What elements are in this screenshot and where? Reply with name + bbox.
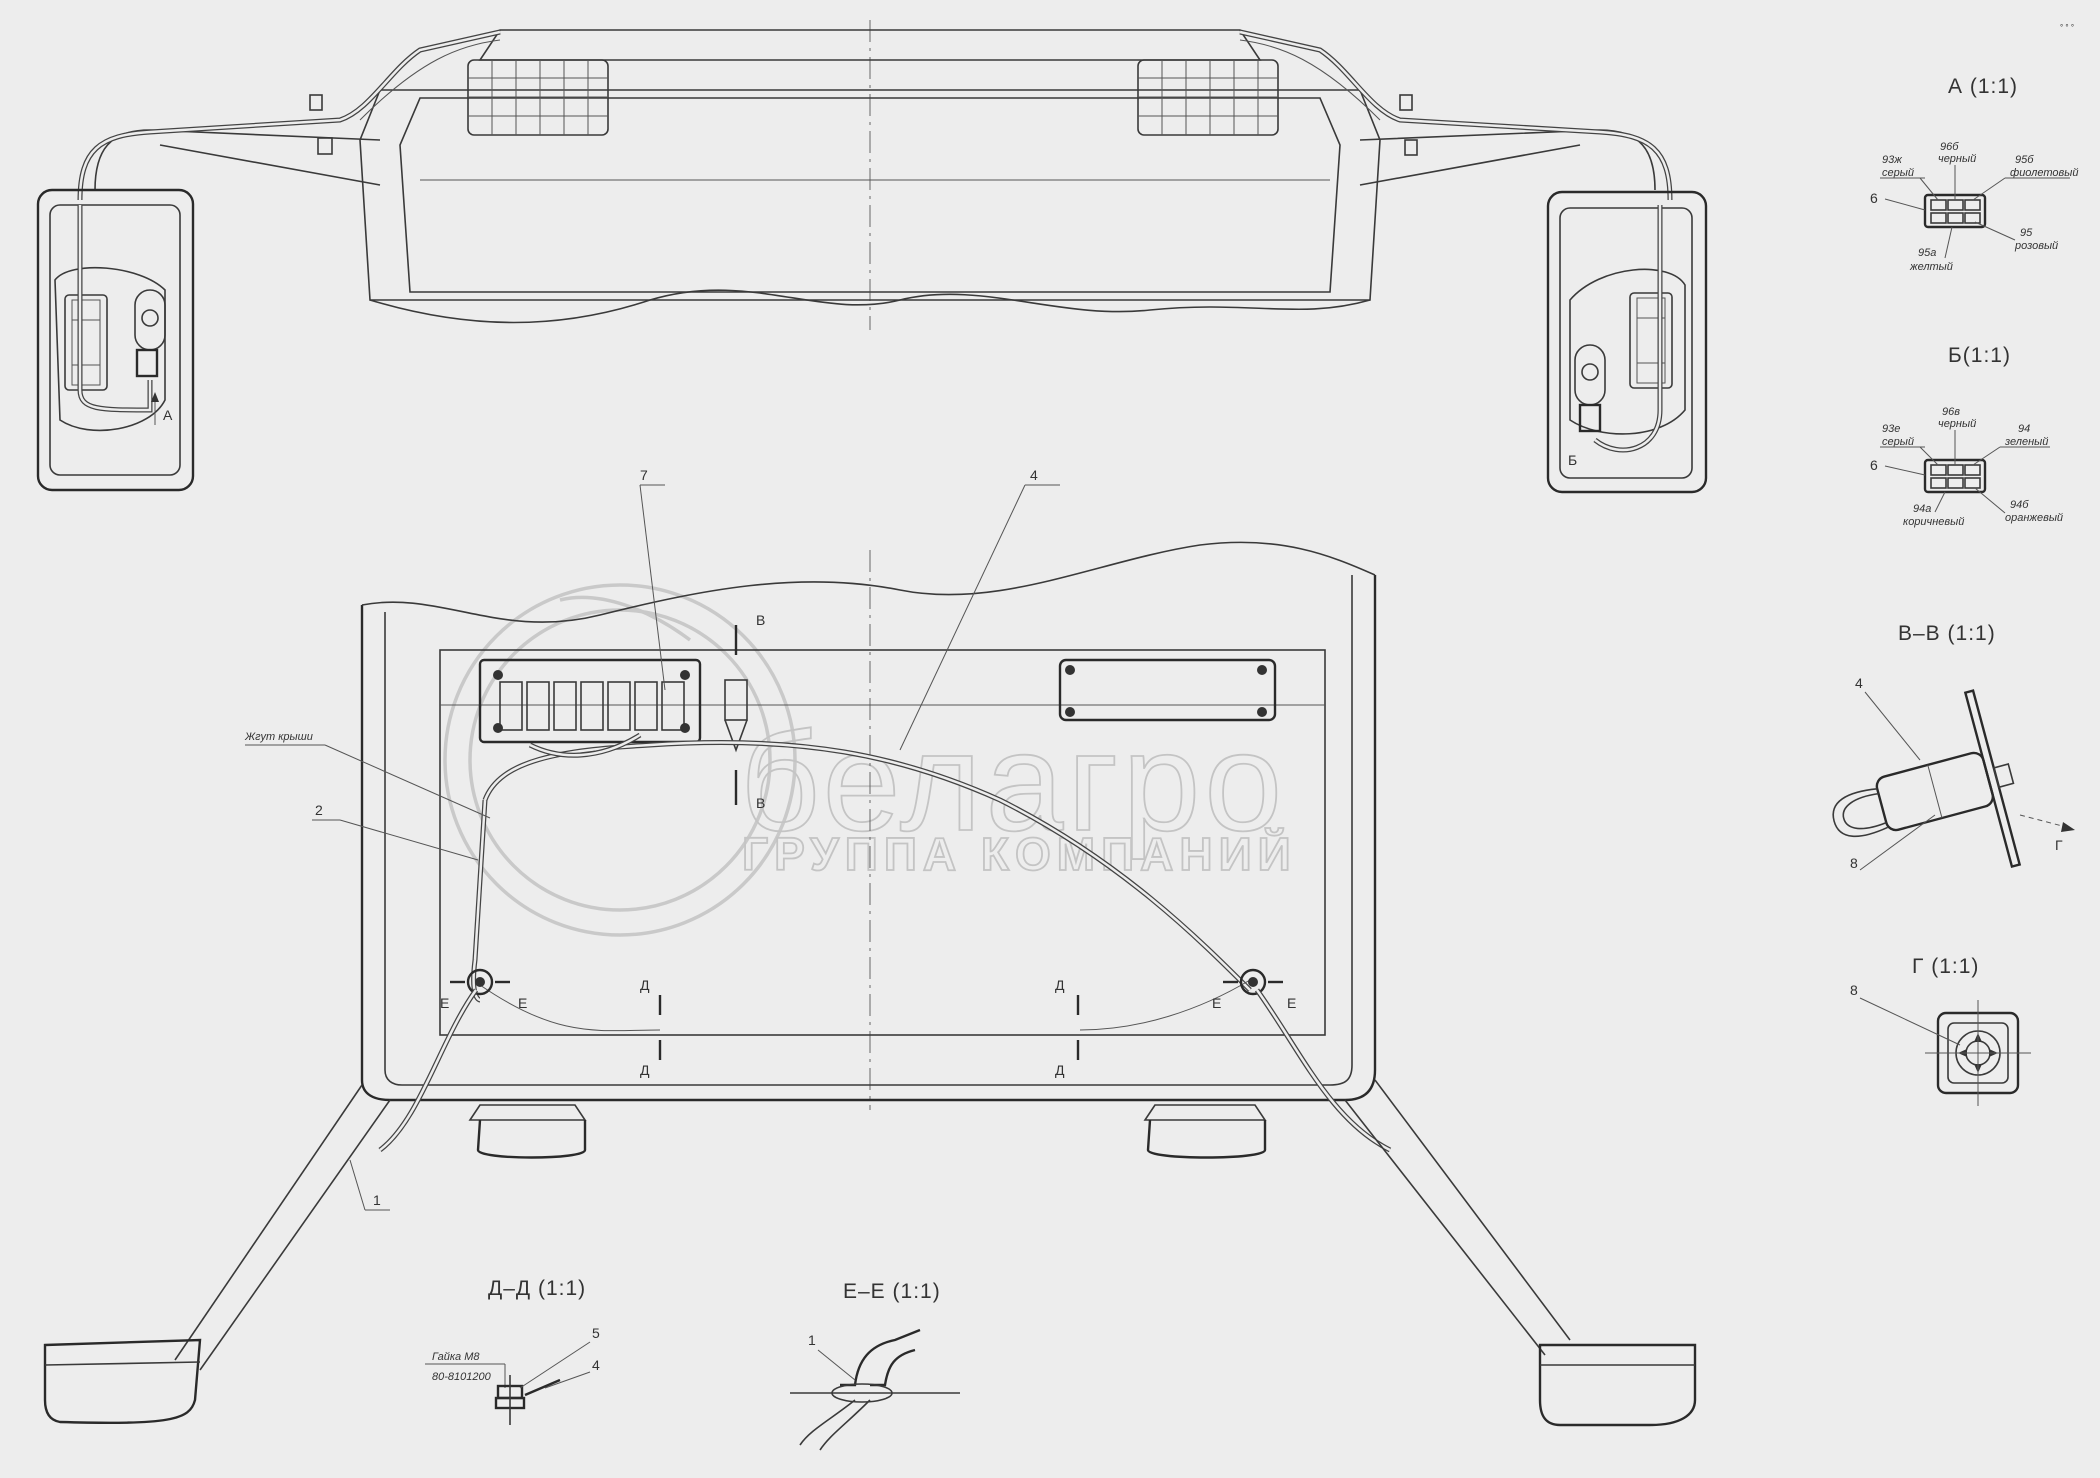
- svg-text:° ° °: ° ° °: [2060, 23, 2074, 32]
- svg-text:Гайка М8: Гайка М8: [432, 1351, 480, 1363]
- connector-icon: [724, 679, 748, 753]
- lamp-icon: [468, 1104, 587, 1159]
- svg-text:4: 4: [592, 1357, 600, 1373]
- main-view: В В Д Д Д Д Е Е Е Е 7 4 Жгут крыши: [43, 467, 1697, 1427]
- svg-text:80-8101200: 80-8101200: [432, 1371, 492, 1383]
- watermark-logo: белагро: [740, 703, 1286, 860]
- mirror-icon: Б: [1546, 190, 1708, 494]
- svg-text:Д: Д: [640, 1062, 650, 1078]
- svg-text:Е: Е: [1212, 995, 1221, 1011]
- svg-text:зеленый: зеленый: [2004, 436, 2048, 448]
- view-b: Б(1:1) 96в черный 94 зеленый 93е серый 9…: [1870, 344, 2063, 528]
- svg-text:Г: Г: [2055, 837, 2063, 853]
- svg-text:8: 8: [1850, 855, 1858, 871]
- view-g: Г (1:1) 8: [1850, 955, 2031, 1106]
- svg-text:94а: 94а: [1913, 503, 1931, 515]
- watermark: белагро ГРУППА КОМПАНИЙ: [443, 583, 1297, 937]
- callout-2: 2: [315, 802, 323, 818]
- svg-text:4: 4: [1855, 675, 1863, 691]
- svg-text:Е: Е: [518, 995, 527, 1011]
- view-dd-title: Д–Д (1:1): [488, 1277, 586, 1300]
- svg-text:94: 94: [2018, 423, 2030, 435]
- svg-text:8: 8: [1850, 982, 1858, 998]
- view-g-title: Г (1:1): [1912, 955, 1979, 978]
- svg-text:6: 6: [1870, 190, 1878, 206]
- view-ee-title: Е–Е (1:1): [843, 1280, 941, 1303]
- svg-text:желтый: желтый: [1909, 261, 1953, 273]
- svg-text:оранжевый: оранжевый: [2005, 512, 2063, 524]
- view-ee: Е–Е (1:1) 1: [790, 1280, 960, 1451]
- harness-label: Жгут крыши: [244, 731, 313, 743]
- switch-row: [499, 681, 685, 731]
- svg-text:93е: 93е: [1882, 423, 1900, 435]
- mirror-icon: А: [36, 188, 195, 492]
- view-a: А (1:1) 96б черный 95б фиолетовый 93ж се…: [1870, 75, 2079, 273]
- view-vv-title: В–В (1:1): [1898, 622, 1996, 645]
- svg-text:фиолетовый: фиолетовый: [2010, 167, 2079, 179]
- svg-text:розовый: розовый: [2014, 240, 2058, 252]
- top-roof-view: [77, 20, 1673, 330]
- switch-block: [478, 658, 702, 744]
- svg-text:коричневый: коричневый: [1903, 516, 1964, 528]
- callout-7: 7: [640, 467, 648, 483]
- mirror-right-view-label: Б: [1568, 452, 1577, 468]
- svg-text:В: В: [756, 795, 765, 811]
- lamp-icon: [1143, 1104, 1267, 1159]
- section-mark-e: Е Е Е Е: [440, 980, 1296, 1011]
- callout-1: 1: [373, 1192, 381, 1208]
- callout-4: 4: [1030, 467, 1038, 483]
- svg-text:В: В: [756, 612, 765, 628]
- section-mark-v: В В: [734, 612, 765, 811]
- svg-text:Д: Д: [1055, 977, 1065, 993]
- lamp-icon: [467, 59, 609, 136]
- svg-text:черный: черный: [1938, 153, 1976, 165]
- view-b-title: Б(1:1): [1948, 344, 2011, 367]
- svg-text:Д: Д: [1055, 1062, 1065, 1078]
- view-vv: В–В (1:1) Г 4 8: [1832, 622, 2075, 871]
- lamp-icon: [1137, 59, 1279, 136]
- view-a-title: А (1:1): [1948, 75, 2018, 98]
- lamp-icon: [1538, 1343, 1697, 1427]
- svg-text:94б: 94б: [2010, 499, 2029, 511]
- svg-text:серый: серый: [1882, 167, 1914, 179]
- svg-text:95: 95: [2020, 227, 2033, 239]
- svg-text:96б: 96б: [1940, 141, 1959, 153]
- svg-text:серый: серый: [1882, 436, 1914, 448]
- svg-text:95б: 95б: [2015, 154, 2034, 166]
- svg-text:6: 6: [1870, 457, 1878, 473]
- svg-text:1: 1: [808, 1332, 816, 1348]
- svg-text:Е: Е: [1287, 995, 1296, 1011]
- svg-text:93ж: 93ж: [1882, 154, 1902, 166]
- mirror-left-view-label: А: [163, 407, 173, 423]
- svg-text:96в: 96в: [1942, 406, 1960, 418]
- svg-text:Д: Д: [640, 977, 650, 993]
- svg-text:Е: Е: [440, 995, 449, 1011]
- cover-plate: [1058, 658, 1277, 722]
- section-mark-d: Д Д Д Д: [640, 977, 1080, 1078]
- svg-text:95а: 95а: [1918, 247, 1936, 259]
- lamp-icon: [43, 1338, 202, 1424]
- watermark-subtitle: ГРУППА КОМПАНИЙ: [742, 828, 1297, 880]
- svg-text:черный: черный: [1938, 418, 1976, 430]
- view-dd: Д–Д (1:1) Гайка М8 80-8101200 5 4: [425, 1277, 600, 1425]
- svg-text:5: 5: [592, 1325, 600, 1341]
